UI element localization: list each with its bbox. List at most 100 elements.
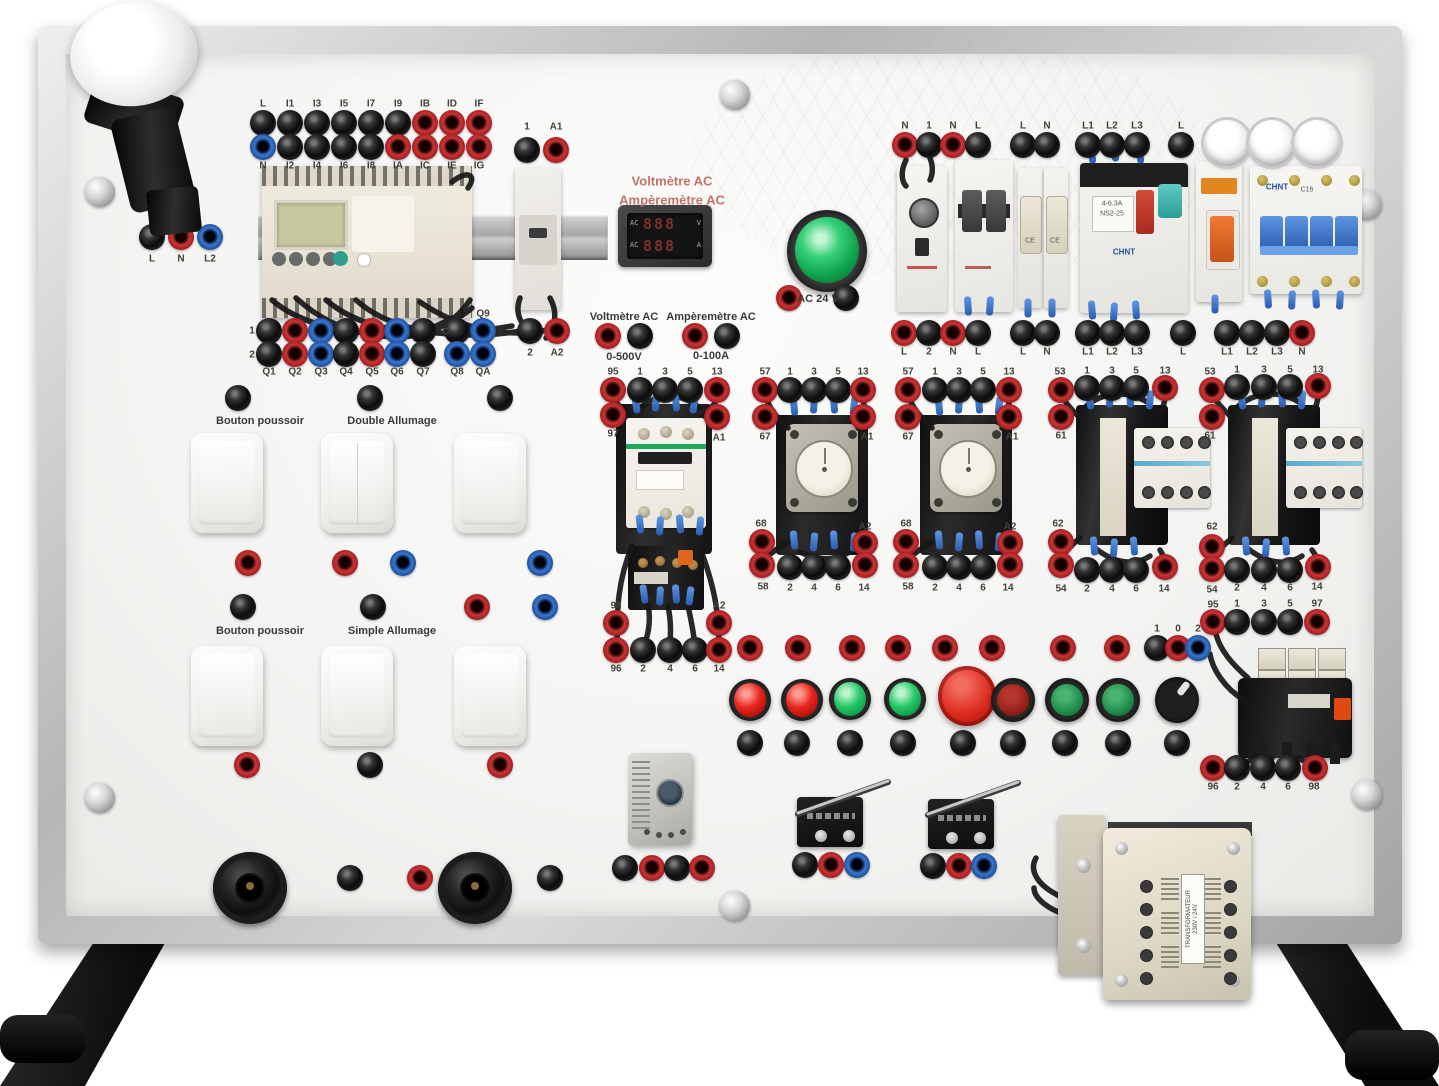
banana-socket-black[interactable] (1168, 132, 1194, 158)
banana-socket-black[interactable] (1214, 320, 1240, 346)
banana-socket-red[interactable] (544, 318, 570, 344)
banana-socket-black[interactable] (630, 637, 656, 663)
banana-socket-blue[interactable] (384, 341, 410, 367)
banana-socket-black[interactable] (833, 285, 859, 311)
banana-socket-red[interactable] (706, 610, 732, 636)
banana-socket-black[interactable] (652, 377, 678, 403)
banana-socket-black[interactable] (1224, 755, 1250, 781)
banana-socket-red[interactable] (752, 377, 778, 403)
fuse-holder-2[interactable] (1044, 168, 1068, 308)
banana-socket-red[interactable] (1200, 609, 1226, 635)
banana-socket-black[interactable] (1277, 609, 1303, 635)
banana-socket-red[interactable] (1289, 320, 1315, 346)
banana-socket-blue[interactable] (470, 341, 496, 367)
banana-socket-red[interactable] (979, 635, 1005, 661)
banana-socket-blue[interactable] (532, 594, 558, 620)
plc-zelio[interactable] (262, 166, 472, 318)
mcb-toggle-blue[interactable] (1260, 216, 1283, 250)
banana-socket-black[interactable] (920, 853, 946, 879)
rocker[interactable] (461, 441, 519, 525)
fuse-cap[interactable] (1020, 196, 1042, 254)
banana-socket-blue[interactable] (844, 852, 870, 878)
banana-socket-red[interactable] (752, 404, 778, 430)
mcb-3pole-chnt[interactable] (1250, 166, 1362, 294)
selector-handle[interactable] (1176, 680, 1191, 697)
thermal-overload-relay-right[interactable] (1238, 678, 1352, 764)
banana-socket-black[interactable] (612, 855, 638, 881)
banana-socket-red[interactable] (704, 377, 730, 403)
banana-socket-black[interactable] (1099, 132, 1125, 158)
banana-socket-red[interactable] (940, 320, 966, 346)
banana-socket-red[interactable] (885, 635, 911, 661)
transformer-terminal[interactable] (1140, 972, 1153, 985)
banana-socket-red[interactable] (689, 855, 715, 881)
push-button-green[interactable] (1045, 678, 1089, 722)
push-button-green[interactable] (1096, 678, 1140, 722)
banana-socket-black[interactable] (385, 110, 411, 136)
button-cap[interactable] (1102, 684, 1134, 716)
banana-socket-black[interactable] (1052, 730, 1078, 756)
banana-socket-black[interactable] (1124, 132, 1150, 158)
mcb-toggle-blue[interactable] (1335, 216, 1358, 250)
banana-socket-black[interactable] (950, 730, 976, 756)
banana-socket-red[interactable] (466, 110, 492, 136)
mcb-toggle-blue[interactable] (1310, 216, 1333, 250)
banana-socket-red[interactable] (749, 552, 775, 578)
banana-socket-red[interactable] (1048, 404, 1074, 430)
rocker[interactable] (328, 441, 386, 525)
banana-socket-black[interactable] (1170, 320, 1196, 346)
banana-socket-black[interactable] (825, 554, 851, 580)
banana-socket-red[interactable] (1200, 755, 1226, 781)
banana-socket-black[interactable] (304, 134, 330, 160)
banana-socket-red[interactable] (1104, 635, 1130, 661)
banana-socket-black[interactable] (277, 110, 303, 136)
transformer-body[interactable] (1103, 828, 1251, 1000)
din-relay-module[interactable] (897, 166, 947, 312)
banana-socket-black[interactable] (1099, 375, 1125, 401)
banana-socket-blue[interactable] (390, 550, 416, 576)
banana-socket-blue[interactable] (527, 550, 553, 576)
plc-button-green[interactable] (333, 251, 348, 266)
banana-socket-black[interactable] (230, 594, 256, 620)
banana-socket-red[interactable] (932, 635, 958, 661)
banana-socket-black[interactable] (801, 554, 827, 580)
banana-socket-black[interactable] (682, 637, 708, 663)
relay-knob[interactable] (909, 198, 939, 228)
banana-socket-black[interactable] (225, 385, 251, 411)
banana-socket-black[interactable] (1164, 730, 1190, 756)
banana-socket-red[interactable] (412, 110, 438, 136)
banana-socket-black[interactable] (333, 341, 359, 367)
rocker-switch[interactable] (191, 433, 263, 533)
plc-button-1[interactable] (272, 252, 286, 266)
mcb-toggle-blue[interactable] (1285, 216, 1308, 250)
banana-socket-red[interactable] (359, 341, 385, 367)
plc-button-3[interactable] (306, 252, 320, 266)
banana-socket-black[interactable] (337, 865, 363, 891)
banana-socket-black[interactable] (250, 110, 276, 136)
banana-socket-black[interactable] (360, 594, 386, 620)
double-rocker-switch[interactable] (321, 433, 393, 533)
rocker[interactable] (198, 654, 256, 738)
rocker[interactable] (198, 441, 256, 525)
banana-socket-black[interactable] (1075, 132, 1101, 158)
banana-socket-blue[interactable] (308, 341, 334, 367)
banana-socket-red[interactable] (487, 752, 513, 778)
transformer-terminal[interactable] (1140, 926, 1153, 939)
mcb-toggle-2[interactable] (986, 190, 1006, 232)
banana-socket-blue[interactable] (1185, 635, 1211, 661)
rocker[interactable] (461, 654, 519, 738)
banana-socket-black[interactable] (1010, 320, 1036, 346)
banana-socket-black[interactable] (714, 323, 740, 349)
banana-socket-black[interactable] (792, 852, 818, 878)
mcb-2pole[interactable] (955, 160, 1013, 312)
banana-socket-red[interactable] (776, 285, 802, 311)
lamp-holder-socket[interactable] (438, 852, 512, 924)
banana-socket-red[interactable] (850, 404, 876, 430)
banana-socket-red[interactable] (439, 110, 465, 136)
banana-socket-black[interactable] (1034, 132, 1060, 158)
banana-socket-red[interactable] (997, 552, 1023, 578)
banana-socket-black[interactable] (1251, 557, 1277, 583)
relay-reset-button[interactable] (1334, 698, 1351, 720)
transformer-terminal[interactable] (1140, 880, 1153, 893)
banana-socket-blue[interactable] (444, 341, 470, 367)
